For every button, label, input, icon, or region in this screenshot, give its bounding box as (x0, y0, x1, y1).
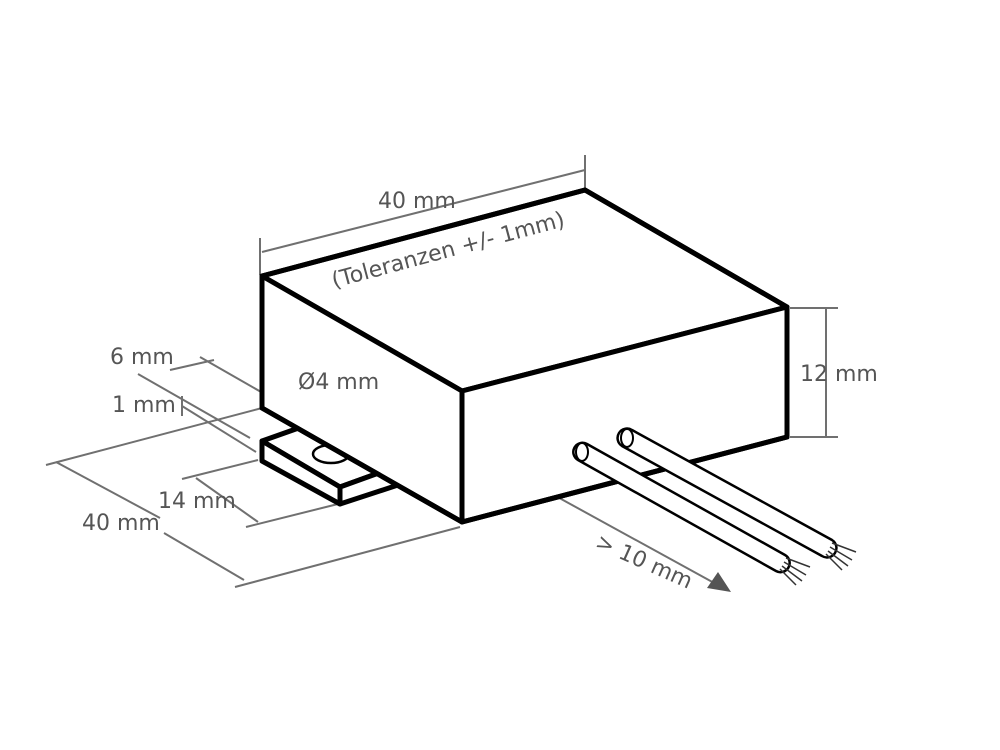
arrow-head-icon (707, 572, 731, 592)
tab-width-label: 14 mm (158, 489, 236, 514)
cable-front-strands (779, 557, 811, 586)
depth-dim-line-upper (55, 461, 161, 519)
tab-length-label: 6 mm (110, 345, 174, 370)
tab-length-dim-line (137, 373, 251, 439)
cable-back-end (620, 428, 634, 448)
cable-back (616, 427, 838, 559)
tab-width-ext-top (181, 459, 259, 480)
dimension-lines (45, 155, 838, 592)
tab-width-ext-bottom (245, 503, 339, 528)
depth-ext-top (45, 407, 263, 466)
hole-diameter-label: Ø4 mm (298, 370, 379, 395)
tab-thickness-label: 1 mm (112, 393, 176, 418)
cable-back-strands (825, 542, 857, 571)
top-width-dim-line (261, 169, 586, 253)
tab-length-ext-b (169, 359, 215, 371)
box-silhouette (259, 187, 790, 525)
cable-length-label: > 10 mm (592, 530, 697, 595)
mounting-tab (259, 421, 401, 507)
enclosure-box (259, 187, 790, 525)
top-width-label: 40 mm (378, 189, 456, 214)
cable-length-arrow-line (531, 482, 717, 585)
height-label: 12 mm (800, 362, 878, 387)
tab-thickness-dim-line (181, 405, 257, 453)
cables (572, 427, 857, 586)
cable-front-end (575, 442, 589, 462)
depth-dim-line-lower (163, 532, 245, 581)
tab-width-dim-line (195, 477, 259, 523)
depth-ext-bottom (234, 526, 461, 588)
depth-label: 40 mm (82, 511, 160, 536)
